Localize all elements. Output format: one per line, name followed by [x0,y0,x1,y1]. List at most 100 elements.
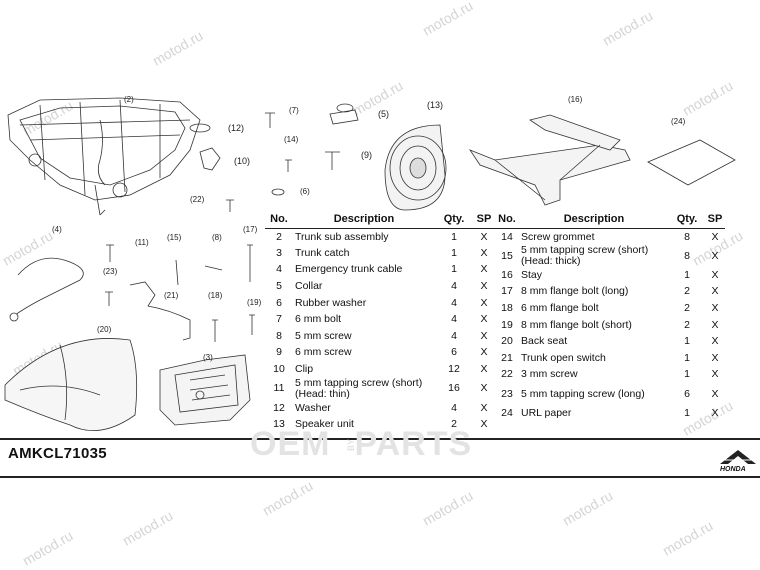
row-sp: X [711,407,719,420]
callout-12: (12) [228,123,244,133]
callout-16: (16) [568,95,583,104]
row-description: URL paper [521,407,572,420]
row-description: Speaker unit [295,418,354,431]
callout-6: (6) [300,187,310,196]
row-number: 5 [276,280,282,293]
row-number: 3 [276,246,282,259]
row-number: 6 [276,296,282,309]
row-description: 8 mm flange bolt (short) [521,318,632,331]
row-number: 19 [501,318,513,331]
honda-wing-logo [720,450,756,464]
row-sp: X [480,280,488,293]
row-description: Trunk sub assembly [295,230,389,243]
row-description: 6 mm screw [295,346,352,359]
callout-4: (4) [52,225,62,234]
row-sp: X [480,296,488,309]
screw-grommet-drawing [329,109,359,125]
col-description: Description [519,210,669,229]
callout-24: (24) [671,117,686,126]
callout-15: (15) [167,233,182,242]
row-number: 7 [276,313,282,326]
row-sp: X [480,418,488,431]
row-qty: 1 [684,407,690,420]
footer-top-rule [0,438,760,440]
row-number: 17 [501,285,513,298]
col-no: No. [495,210,519,229]
row-description: Washer [295,401,331,414]
row-sp: X [711,249,719,262]
row-description: 5 mm tapping screw (long) [521,387,645,400]
row-sp: X [480,263,488,276]
row-description: 6 mm flange bolt [521,302,599,315]
row-sp: X [480,329,488,342]
row-sp: X [480,346,488,359]
row-sp: X [711,368,719,381]
callout-8: (8) [212,233,222,242]
clip-drawing [199,147,221,171]
row-description: Back seat [521,335,568,348]
row-qty: 1 [451,246,457,259]
row-qty: 6 [684,387,690,400]
row-qty: 2 [684,318,690,331]
row-qty: 16 [448,382,460,395]
row-qty: 4 [451,329,457,342]
row-qty: 1 [684,268,690,281]
oem-watermark-by: BY [346,438,357,452]
row-sp: X [711,302,719,315]
callout-17: (17) [243,225,258,234]
row-qty: 1 [684,368,690,381]
row-description: 8 mm flange bolt (long) [521,285,629,298]
row-qty: 4 [451,313,457,326]
row-qty: 6 [451,346,457,359]
row-number: 12 [273,401,285,414]
table-row: 12 Washer 4 X [265,400,495,417]
col-sp: SP [473,210,495,229]
row-number: 8 [276,329,282,342]
callout-14: (14) [284,135,299,144]
callout-5: (5) [378,109,389,119]
screw-14-drawing [285,159,292,172]
callout-7: (7) [289,106,299,115]
row-number: 2 [276,230,282,243]
bolt-18-drawing [212,319,218,342]
row-sp: X [480,382,488,395]
bolt-17-drawing [247,244,253,282]
row-description: Collar [295,280,323,293]
col-sp: SP [705,210,725,229]
row-qty: 2 [684,302,690,315]
row-sp: X [480,401,488,414]
row-qty: 1 [684,351,690,364]
row-description: Clip [295,363,314,376]
row-sp: X [711,387,719,400]
row-qty: 1 [684,335,690,348]
row-number: 11 [273,382,285,395]
row-sp: X [480,363,488,376]
row-qty: 4 [451,401,457,414]
callout-13: (13) [427,100,443,110]
stay-drawing [468,114,631,206]
brand-logo-text: HONDA [720,466,746,473]
url-paper-drawing [647,139,736,186]
row-qty: 1 [451,230,457,243]
row-number: 16 [501,268,513,281]
row-number: 21 [501,351,513,364]
